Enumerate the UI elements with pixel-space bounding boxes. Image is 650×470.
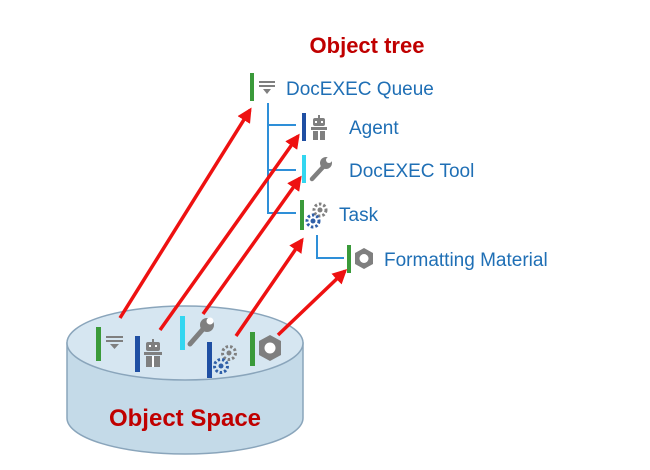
- space-hexnut-icon: [250, 332, 281, 366]
- tree-node-agent-label: Agent: [349, 118, 399, 139]
- arrow-queue: [118, 107, 252, 319]
- connector-task-child: [316, 235, 344, 259]
- arrow-task: [234, 237, 304, 337]
- arrow-tool: [201, 175, 302, 316]
- mapping-arrows: [118, 107, 348, 337]
- space-robot-icon: [135, 336, 162, 372]
- hexnut-icon: [347, 245, 373, 273]
- queue-icon: [250, 73, 275, 101]
- tree-node-icons: [250, 73, 373, 273]
- tree-labels: DocEXEC Queue Agent DocEXEC Tool Task Fo…: [286, 79, 548, 271]
- hexnut-icon-bar: [347, 245, 351, 273]
- tree-node-queue-label: DocEXEC Queue: [286, 79, 434, 100]
- wrench-icon-bar: [302, 155, 306, 183]
- arrow-agent: [158, 133, 300, 332]
- space-wrench-icon: [180, 316, 214, 350]
- tree-title: Object tree: [310, 33, 425, 58]
- wrench-icon: [302, 155, 332, 183]
- space-icons: [96, 316, 281, 378]
- queue-icon-bar: [250, 73, 254, 101]
- arrow-material: [276, 268, 348, 337]
- object-space-label: Object Space: [109, 405, 261, 432]
- space-gears-icon: [207, 342, 237, 378]
- gears-icon: [300, 200, 328, 230]
- tree-node-material-label: Formatting Material: [384, 250, 548, 271]
- robot-icon: [302, 113, 327, 141]
- robot-icon-bar: [302, 113, 306, 141]
- tree-node-tool-label: DocEXEC Tool: [349, 161, 474, 182]
- tree-node-task-label: Task: [339, 205, 379, 226]
- space-queue-icon: [96, 327, 123, 361]
- gears-icon-bar: [300, 200, 304, 230]
